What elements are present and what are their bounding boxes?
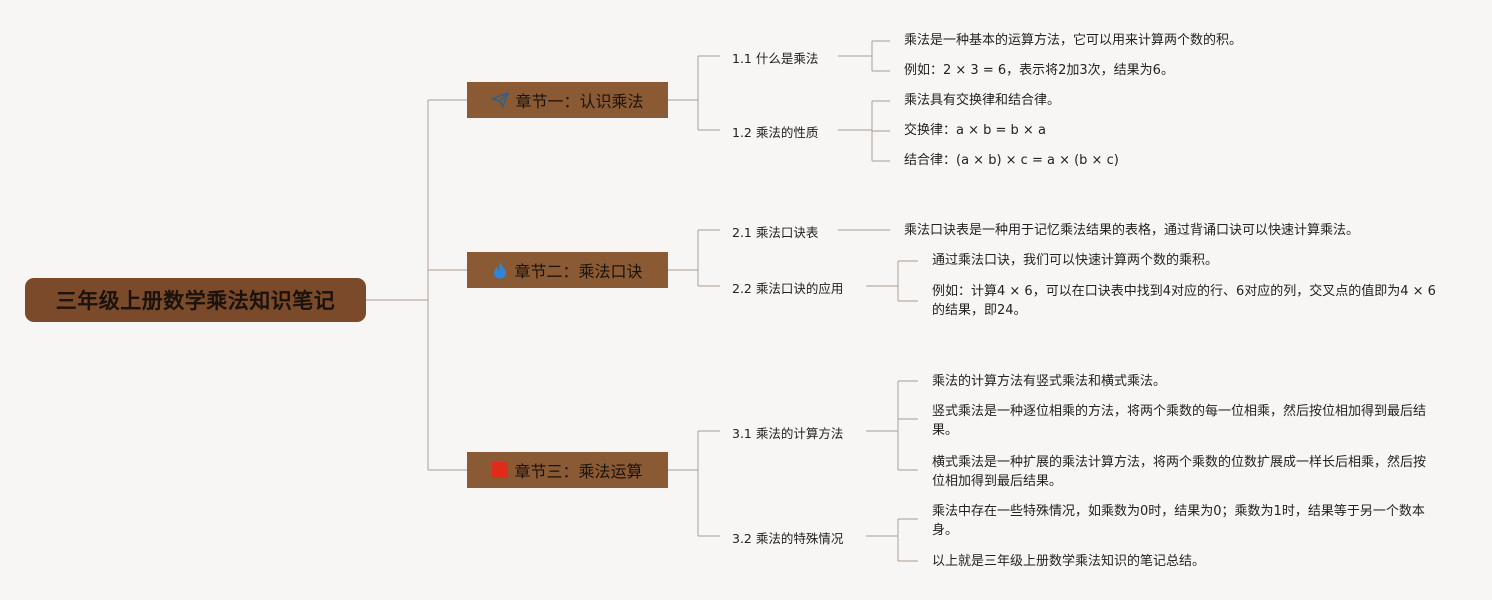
chapter-title: 章节三：乘法运算 xyxy=(514,462,643,481)
paper-plane-icon xyxy=(491,92,510,108)
section-title: 1.1 什么是乘法 xyxy=(732,51,819,66)
flame-icon xyxy=(492,261,508,279)
chapter-title: 章节一：认识乘法 xyxy=(515,92,644,111)
note-item: 竖式乘法是一种逐位相乘的方法，将两个乘数的每一位相乘，然后按位相加得到最后结果。 xyxy=(932,404,1427,438)
section-node-3-2[interactable]: 3.2 乘法的特殊情况 xyxy=(732,528,843,547)
chapter-node-1[interactable]: 章节一：认识乘法 xyxy=(467,82,668,118)
section-node-2-1[interactable]: 2.1 乘法口诀表 xyxy=(732,222,818,241)
section-node-3-1[interactable]: 3.1 乘法的计算方法 xyxy=(732,423,843,442)
section-title: 3.2 乘法的特殊情况 xyxy=(732,531,844,546)
section-title: 1.2 乘法的性质 xyxy=(732,125,819,140)
note-item: 交换律：a × b = b × a xyxy=(904,123,1046,138)
note-item: 乘法口诀表是一种用于记忆乘法结果的表格，通过背诵口诀可以快速计算乘法。 xyxy=(904,223,1360,238)
note-item: 以上就是三年级上册数学乘法知识的笔记总结。 xyxy=(932,554,1206,569)
section-node-2-2[interactable]: 2.2 乘法口诀的应用 xyxy=(732,278,843,297)
note-item: 横式乘法是一种扩展的乘法计算方法，将两个乘数的位数扩展成一样长后相乘，然后按位相… xyxy=(932,455,1427,489)
chapter-node-3[interactable]: 章节三：乘法运算 xyxy=(467,452,668,488)
note-item: 乘法具有交换律和结合律。 xyxy=(904,93,1061,108)
note-item: 乘法的计算方法有竖式乘法和横式乘法。 xyxy=(932,374,1167,389)
note-item: 通过乘法口诀，我们可以快速计算两个数的乘积。 xyxy=(932,253,1219,268)
section-title: 2.2 乘法口诀的应用 xyxy=(732,281,844,296)
section-title: 3.1 乘法的计算方法 xyxy=(732,426,844,441)
note-item: 例如：2 × 3 = 6，表示将2加3次，结果为6。 xyxy=(904,63,1174,78)
section-node-1-2[interactable]: 1.2 乘法的性质 xyxy=(732,122,818,141)
section-title: 2.1 乘法口诀表 xyxy=(732,225,819,240)
chapter-title: 章节二：乘法口诀 xyxy=(514,262,643,281)
note-item: 结合律：(a × b) × c = a × (b × c) xyxy=(904,153,1119,168)
note-item: 乘法是一种基本的运算方法，它可以用来计算两个数的积。 xyxy=(904,33,1243,48)
red-square-icon xyxy=(492,462,509,478)
note-item: 例如：计算4 × 6，可以在口诀表中找到4对应的行、6对应的列，交叉点的值即为4… xyxy=(932,284,1436,318)
root-title: 三年级上册数学乘法知识笔记 xyxy=(55,289,336,313)
note-item: 乘法中存在一些特殊情况，如乘数为0时，结果为0；乘数为1时，结果等于另一个数本身… xyxy=(932,504,1425,538)
root-node[interactable]: 三年级上册数学乘法知识笔记 xyxy=(25,278,366,322)
chapter-node-2[interactable]: 章节二：乘法口诀 xyxy=(467,252,668,288)
section-node-1-1[interactable]: 1.1 什么是乘法 xyxy=(732,48,818,67)
